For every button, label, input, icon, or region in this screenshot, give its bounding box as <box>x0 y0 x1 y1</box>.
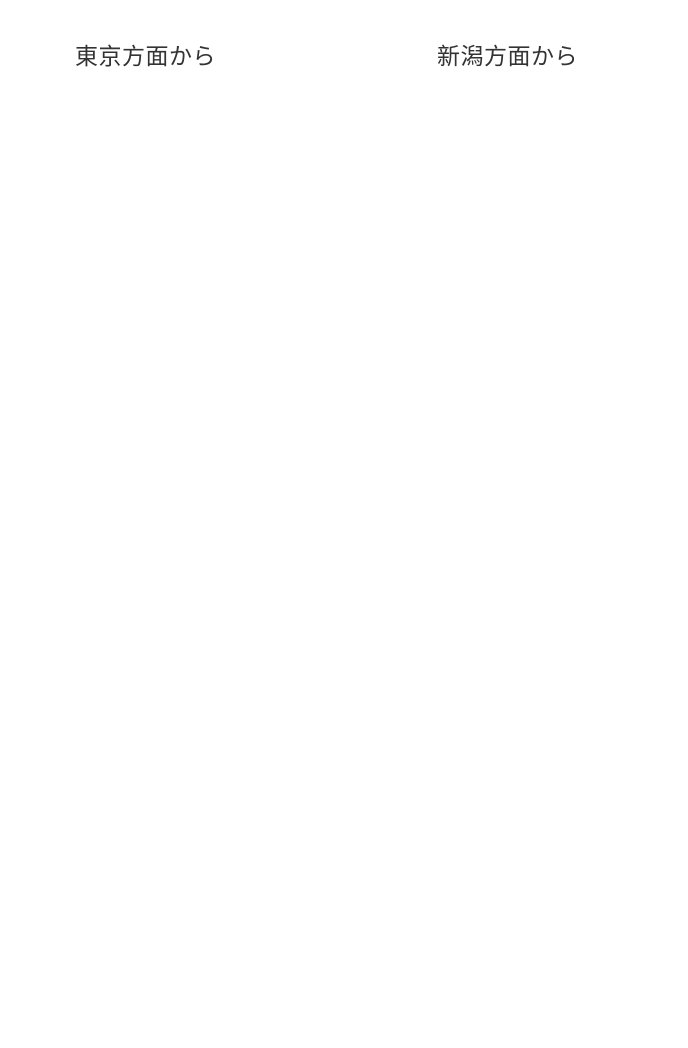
column-from-tokyo: 東京方面から <box>0 0 300 1048</box>
column-from-niigata: 新潟方面から <box>362 0 662 1048</box>
heading-from-niigata: 新潟方面から <box>437 44 578 70</box>
heading-from-tokyo: 東京方面から <box>75 44 216 70</box>
